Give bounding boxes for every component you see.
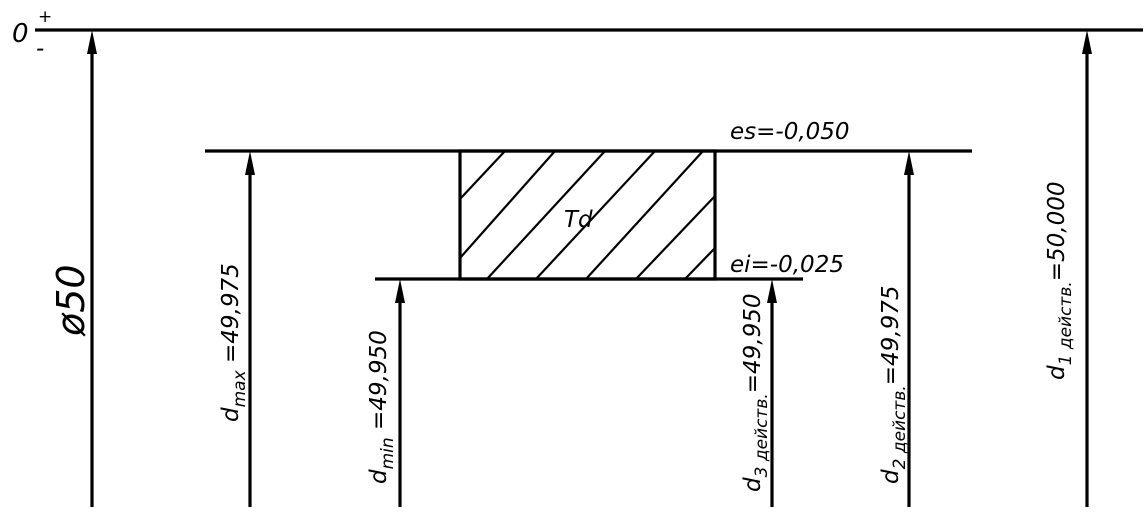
dmax-main: d [218, 407, 244, 422]
d1-subscript: 1 действ. [1056, 281, 1076, 365]
d1-value: =50,000 [1044, 181, 1070, 281]
d3-label: d3 действ.=49,950 [740, 293, 772, 492]
d3-subscript: 3 действ. [752, 393, 772, 477]
dmax-subscript: max [230, 369, 250, 407]
d3-main: d [740, 477, 766, 492]
dmin-main: d [366, 469, 392, 484]
upper-deviation-label: es=-0,050 [730, 119, 850, 145]
dmin-label: dmin =49,950 [366, 330, 398, 484]
zero-label: 0 [12, 19, 29, 49]
tolerance-zone-box [458, 149, 717, 281]
plus-sign-label: + [38, 7, 52, 27]
dmin-arrow [395, 279, 405, 507]
nominal-size-label: ø50 [49, 264, 93, 337]
dmin-subscript: min [378, 437, 398, 469]
tolerance-zone-label: Td [564, 207, 593, 233]
dmax-label: dmax =49,975 [218, 263, 250, 422]
d2-main: d [878, 469, 904, 484]
d2-value: =49,975 [878, 285, 904, 385]
d1-arrow [1082, 30, 1092, 507]
dmin-value: =49,950 [366, 330, 392, 437]
d2-arrow [904, 151, 914, 507]
dmax-arrow [245, 151, 255, 507]
tolerance-zone-hatching [459, 150, 716, 280]
d3-value: =49,950 [740, 293, 766, 393]
dmax-value: =49,975 [218, 263, 244, 370]
minus-sign-label: - [36, 36, 44, 62]
d1-main: d [1044, 365, 1070, 380]
d2-label: d2 действ.=49,975 [878, 285, 910, 484]
nominal-dimension-arrow [87, 30, 97, 507]
lower-deviation-label: ei=-0,025 [730, 252, 844, 278]
d1-label: d1 действ.=50,000 [1044, 181, 1076, 380]
d2-subscript: 2 действ. [890, 385, 910, 469]
d3-arrow [767, 279, 777, 507]
